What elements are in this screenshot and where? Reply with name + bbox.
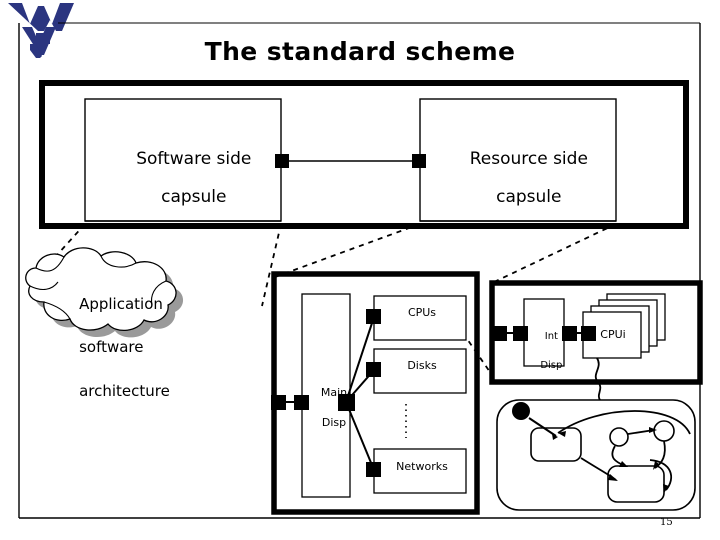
slide-frame (18, 23, 701, 519)
disks-box (373, 348, 467, 394)
application-software-architecture-cloud (25, 247, 184, 338)
cloud-line3: architecture (79, 381, 170, 400)
software-capsule-line2: capsule (161, 187, 227, 208)
cloud-label: Application software architecture (60, 272, 220, 424)
internal-dispatcher-box (523, 298, 565, 367)
state-a (530, 427, 582, 462)
junction-left (609, 427, 629, 447)
resource-capsule-port (412, 154, 426, 168)
software-side-capsule-label: Software side capsule (93, 131, 273, 226)
software-capsule-port (275, 154, 289, 168)
int-disp-line2: Disp (540, 359, 563, 371)
state-b (607, 465, 665, 503)
junction-right (653, 420, 675, 442)
disks-label: Disks (407, 359, 437, 372)
software-capsule-line1: Software side (136, 149, 252, 170)
top-level-container (39, 80, 689, 229)
page-title: The standard scheme (204, 37, 516, 66)
networks-label: Networks (396, 460, 448, 473)
cpus-label: CPUs (407, 306, 437, 319)
resource-capsule-line2: capsule (496, 187, 562, 208)
resource-side-capsule-shape (419, 98, 617, 222)
cloud-line1: Application (79, 294, 163, 313)
wvu-flying-wv-logo (8, 3, 74, 58)
page-number: 15 (660, 517, 673, 528)
statechart-contents (512, 402, 691, 503)
cloud-line2: software (79, 338, 144, 357)
cpus-box (373, 295, 467, 341)
main-dispatcher-label: Main Disp (306, 371, 348, 445)
networks-box (373, 448, 467, 494)
cpui-to-statechart-link (594, 357, 602, 401)
refinement-dashed-links (37, 223, 617, 376)
int-disp-line1: Int (544, 330, 558, 342)
resource-detail-ports (271, 309, 381, 477)
resource-capsule-line1: Resource side (469, 149, 588, 170)
initial-state-marker (512, 402, 530, 420)
internal-dispatcher-label: Int Disp (525, 315, 565, 388)
cpu-detail-ports (492, 326, 596, 341)
main-disp-line2: Disp (321, 415, 347, 429)
cpui-label: CPUi (600, 328, 626, 341)
resource-detail-container (271, 271, 480, 515)
main-disp-line1: Main (320, 385, 348, 399)
resource-side-capsule-label: Resource side capsule (428, 131, 608, 226)
